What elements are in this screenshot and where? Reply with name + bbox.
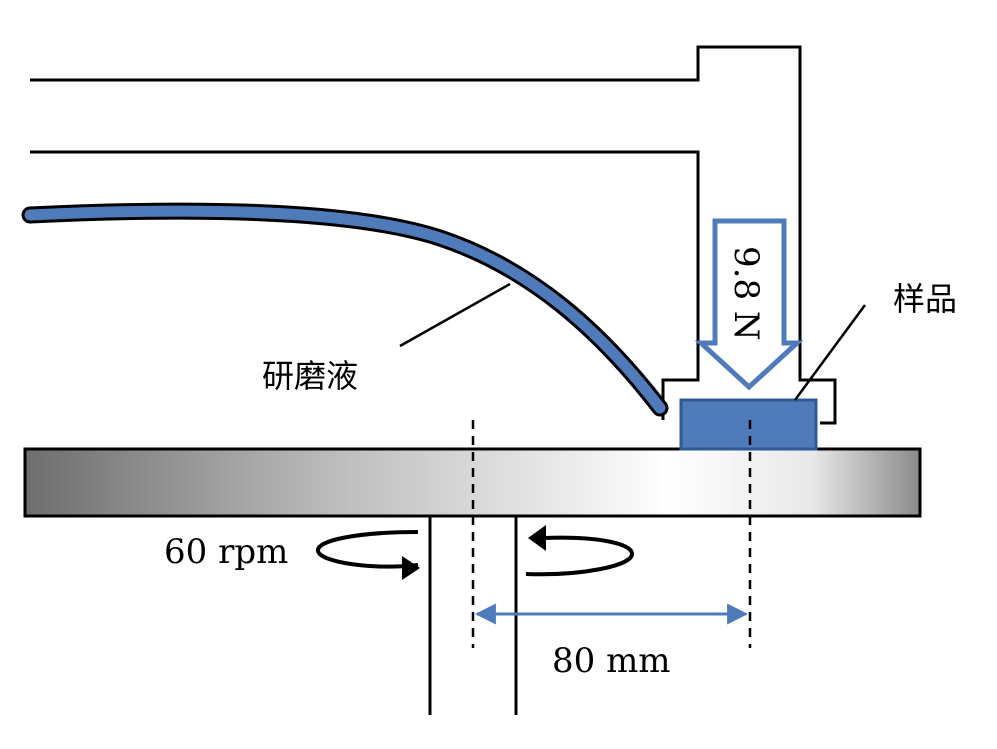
slurry-leader-line	[399, 282, 511, 348]
slurry-tube	[21, 202, 669, 417]
sample-leader-line	[793, 304, 867, 401]
sample-block	[679, 398, 818, 451]
speed-label: 60 rpm	[164, 532, 288, 572]
distance-label: 80 mm	[552, 641, 671, 681]
counterclockwise-arrow-icon	[525, 525, 634, 577]
rotation-arrow-icon	[316, 530, 420, 580]
slurry-label: 研磨液	[262, 357, 358, 395]
down-arrow-icon	[694, 218, 804, 391]
sample-label: 样品	[893, 280, 957, 318]
force-label: 9.8 N	[726, 246, 766, 341]
holder-arm	[30, 45, 837, 425]
